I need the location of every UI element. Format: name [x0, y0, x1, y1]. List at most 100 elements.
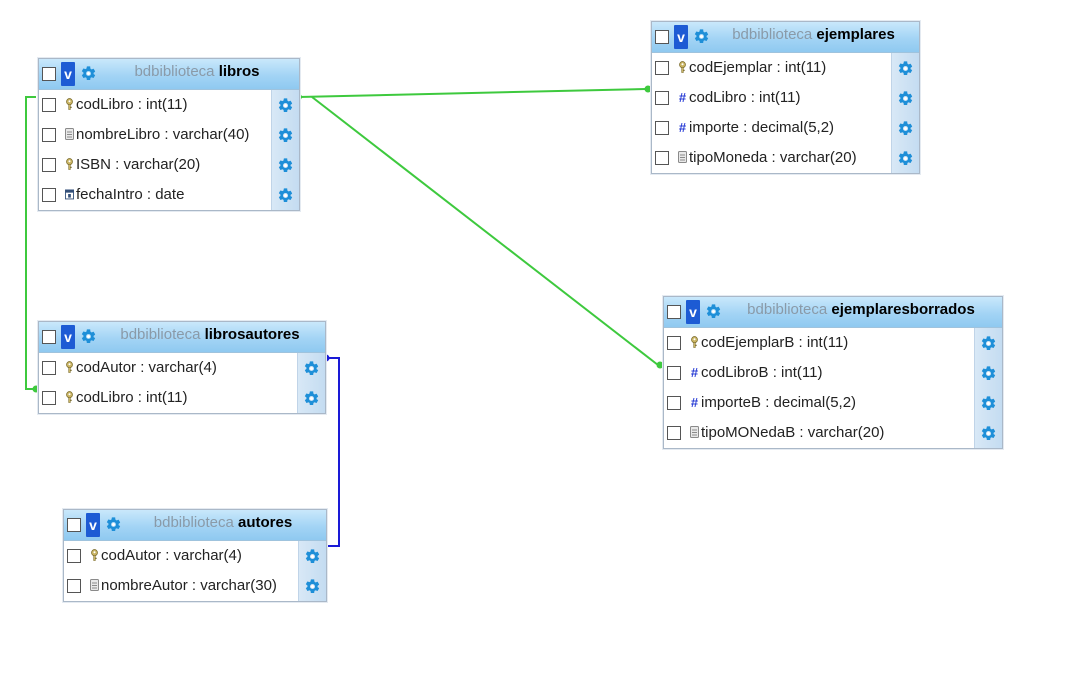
field-row[interactable]: codLibro : int(11): [39, 383, 325, 413]
gear-icon[interactable]: [980, 335, 997, 352]
gear-icon[interactable]: [277, 187, 294, 204]
gear-icon[interactable]: [303, 360, 320, 377]
select-field-checkbox[interactable]: [42, 188, 56, 202]
field-row[interactable]: fechaIntro : date: [39, 180, 299, 210]
field-settings-button[interactable]: [271, 90, 299, 120]
field-text: codAutor : varchar(4): [76, 359, 217, 376]
select-field-checkbox[interactable]: [655, 121, 669, 135]
field-settings-button[interactable]: [891, 53, 919, 83]
key-icon: [66, 361, 73, 373]
select-field-checkbox[interactable]: [667, 366, 681, 380]
select-field-checkbox[interactable]: [42, 361, 56, 375]
toggle-view-button[interactable]: v: [686, 300, 700, 324]
field-row[interactable]: codAutor : varchar(4): [39, 353, 325, 383]
gear-icon[interactable]: [277, 157, 294, 174]
field-row[interactable]: codAutor : varchar(4): [64, 541, 326, 571]
field-row[interactable]: nombreLibro : varchar(40): [39, 120, 299, 150]
field-row[interactable]: codEjemplar : int(11): [652, 53, 919, 83]
field-row[interactable]: #importeB : decimal(5,2): [664, 388, 1002, 418]
field-settings-button[interactable]: [298, 541, 326, 571]
table-name: libros: [218, 63, 260, 80]
gear-icon[interactable]: [304, 548, 321, 565]
field-settings-button[interactable]: [271, 180, 299, 210]
field-row[interactable]: #codLibro : int(11): [652, 83, 919, 113]
table-librosautores[interactable]: v bdbiblioteca librosautores codAutor : …: [38, 321, 326, 414]
field-row[interactable]: #importe : decimal(5,2): [652, 113, 919, 143]
field-row[interactable]: #codLibroB : int(11): [664, 358, 1002, 388]
select-table-checkbox[interactable]: [42, 330, 56, 344]
gear-icon[interactable]: [897, 150, 914, 167]
gear-icon[interactable]: [897, 60, 914, 77]
table-header[interactable]: v bdbiblioteca libros: [39, 59, 299, 90]
gear-icon[interactable]: [105, 516, 122, 533]
gear-icon[interactable]: [277, 127, 294, 144]
gear-icon[interactable]: [80, 65, 97, 82]
number-icon: #: [690, 365, 699, 380]
select-field-checkbox[interactable]: [667, 426, 681, 440]
toggle-view-button[interactable]: v: [86, 513, 100, 537]
key-icon: [66, 98, 73, 110]
table-header[interactable]: v bdbiblioteca librosautores: [39, 322, 325, 353]
toggle-view-button[interactable]: v: [61, 325, 75, 349]
field-settings-button[interactable]: [891, 83, 919, 113]
gear-icon[interactable]: [303, 390, 320, 407]
select-field-checkbox[interactable]: [655, 61, 669, 75]
select-field-checkbox[interactable]: [42, 391, 56, 405]
select-field-checkbox[interactable]: [42, 158, 56, 172]
toggle-view-button[interactable]: v: [61, 62, 75, 86]
select-field-checkbox[interactable]: [67, 579, 81, 593]
table-header[interactable]: v bdbiblioteca ejemplaresborrados: [664, 297, 1002, 328]
select-field-checkbox[interactable]: [667, 396, 681, 410]
field-row[interactable]: nombreAutor : varchar(30): [64, 571, 326, 601]
field-settings-button[interactable]: [974, 358, 1002, 388]
field-label: #importe : decimal(5,2): [678, 113, 834, 143]
select-table-checkbox[interactable]: [67, 518, 81, 532]
select-field-checkbox[interactable]: [667, 336, 681, 350]
table-ejemplaresborrados[interactable]: v bdbiblioteca ejemplaresborrados codEje…: [663, 296, 1003, 449]
field-label: #codLibroB : int(11): [690, 358, 823, 388]
field-settings-button[interactable]: [271, 150, 299, 180]
select-field-checkbox[interactable]: [655, 151, 669, 165]
gear-icon[interactable]: [897, 120, 914, 137]
table-header[interactable]: v bdbiblioteca autores: [64, 510, 326, 541]
field-row[interactable]: tipoMoneda : varchar(20): [652, 143, 919, 173]
gear-icon[interactable]: [693, 28, 710, 45]
field-settings-button[interactable]: [891, 113, 919, 143]
field-settings-button[interactable]: [298, 571, 326, 601]
table-rows: codAutor : varchar(4)nombreAutor : varch…: [64, 541, 326, 601]
field-row[interactable]: codLibro : int(11): [39, 90, 299, 120]
table-ejemplares[interactable]: v bdbiblioteca ejemplares codEjemplar : …: [651, 21, 920, 174]
field-settings-button[interactable]: [297, 383, 325, 413]
select-field-checkbox[interactable]: [42, 98, 56, 112]
field-settings-button[interactable]: [297, 353, 325, 383]
table-libros[interactable]: v bdbiblioteca libros codLibro : int(11)…: [38, 58, 300, 211]
gear-icon[interactable]: [80, 328, 97, 345]
field-row[interactable]: tipoMONedaB : varchar(20): [664, 418, 1002, 448]
field-row[interactable]: ISBN : varchar(20): [39, 150, 299, 180]
field-settings-button[interactable]: [271, 120, 299, 150]
gear-icon[interactable]: [277, 97, 294, 114]
field-settings-button[interactable]: [974, 418, 1002, 448]
toggle-view-button[interactable]: v: [674, 25, 688, 49]
relation-libros-librosautores: [25, 96, 36, 390]
table-header[interactable]: v bdbiblioteca ejemplares: [652, 22, 919, 53]
gear-icon[interactable]: [980, 395, 997, 412]
select-table-checkbox[interactable]: [42, 67, 56, 81]
field-settings-button[interactable]: [974, 388, 1002, 418]
field-settings-button[interactable]: [974, 328, 1002, 358]
select-table-checkbox[interactable]: [655, 30, 669, 44]
field-settings-button[interactable]: [891, 143, 919, 173]
table-autores[interactable]: v bdbiblioteca autores codAutor : varcha…: [63, 509, 327, 602]
field-row[interactable]: codEjemplarB : int(11): [664, 328, 1002, 358]
select-field-checkbox[interactable]: [42, 128, 56, 142]
gear-icon[interactable]: [705, 303, 722, 320]
gear-icon[interactable]: [980, 425, 997, 442]
table-name: autores: [238, 514, 293, 531]
text-icon: [690, 426, 699, 438]
gear-icon[interactable]: [304, 578, 321, 595]
select-field-checkbox[interactable]: [67, 549, 81, 563]
select-field-checkbox[interactable]: [655, 91, 669, 105]
gear-icon[interactable]: [980, 365, 997, 382]
select-table-checkbox[interactable]: [667, 305, 681, 319]
gear-icon[interactable]: [897, 90, 914, 107]
